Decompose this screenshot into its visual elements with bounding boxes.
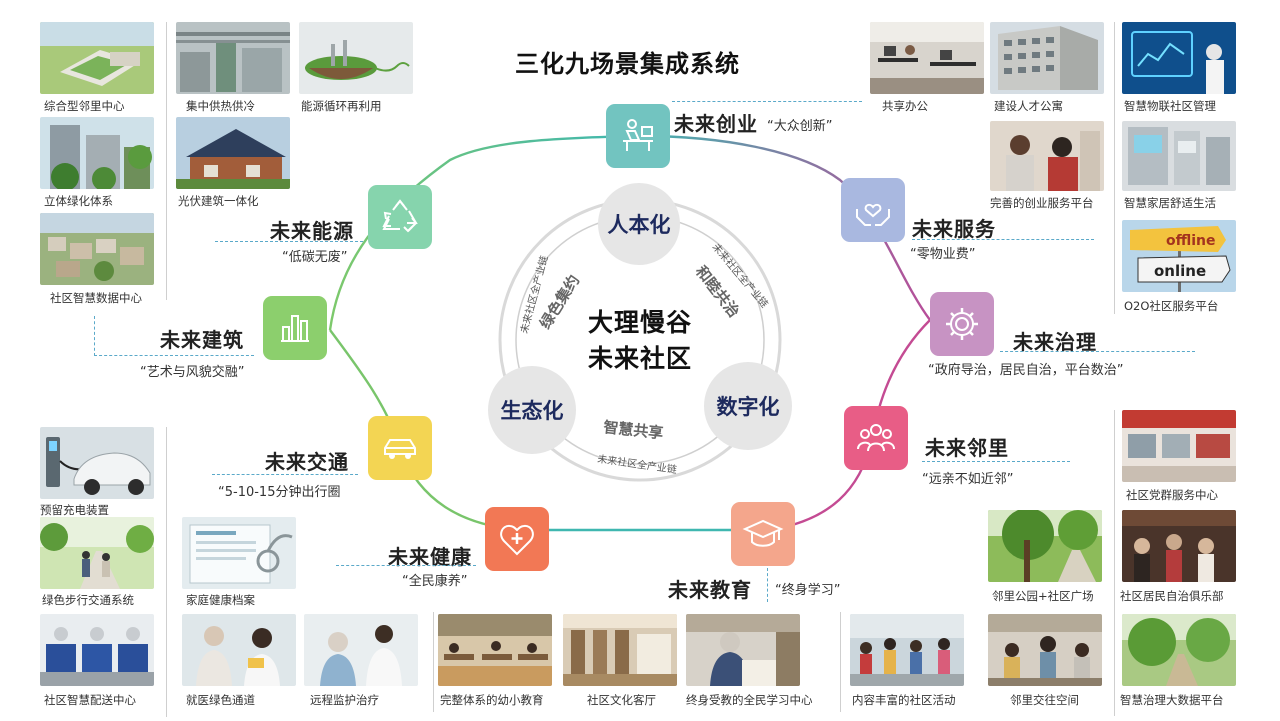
desk-worker-icon xyxy=(623,119,653,151)
photo-bigdata-platform xyxy=(1122,614,1236,686)
photo-early-education xyxy=(438,614,552,686)
node-jiankang[interactable] xyxy=(485,507,549,571)
node-chuangye[interactable] xyxy=(606,104,670,168)
node-jiaotong[interactable] xyxy=(368,416,432,480)
recycle-icon xyxy=(382,199,418,233)
caption: 社区党群服务中心 xyxy=(1126,488,1218,502)
caption: 光伏建筑一体化 xyxy=(178,194,259,208)
scenario-sub-jiaotong: “5-10-15分钟出行圈 xyxy=(218,485,341,500)
scenario-sub-jianzhu: “艺术与风貌交融” xyxy=(140,365,245,380)
caption: 能源循环再利用 xyxy=(301,99,382,113)
pillar-shengtai: 生态化 xyxy=(488,366,576,454)
photo-vertical-greening xyxy=(40,117,154,189)
caption: 社区居民自治俱乐部 xyxy=(1120,589,1224,603)
photo-charging xyxy=(40,427,154,499)
graduation-cap-icon xyxy=(742,519,784,547)
photo-solar-building xyxy=(176,117,290,189)
scenario-name-chuangye: 未来创业 xyxy=(674,112,758,136)
bar-chart-building-icon xyxy=(281,315,309,342)
scenario-sub-nengyuan: “低碳无废” xyxy=(282,250,348,265)
caption: 完善的创业服务平台 xyxy=(990,196,1094,210)
caption: 就医绿色通道 xyxy=(186,693,255,707)
center-title: 大理慢谷 未来社区 xyxy=(587,308,692,373)
caption: 预留充电装置 xyxy=(40,503,109,517)
caption: 社区智慧数据中心 xyxy=(50,291,142,305)
scenario-sub-chuangye: “大众创新” xyxy=(767,119,833,134)
scenario-sub-fuwu: “零物业费” xyxy=(910,247,976,262)
caption: 社区智慧配送中心 xyxy=(44,693,136,707)
photo-energy-recycling xyxy=(299,22,413,94)
pillar-renben: 人本化 xyxy=(598,183,680,265)
caption: 邻里交往空间 xyxy=(1010,693,1079,707)
scenario-name-zhili: 未来治理 xyxy=(1013,330,1097,354)
arc-label-smart: 智慧共享 xyxy=(603,418,665,442)
scenario-name-jiaotong: 未来交通 xyxy=(265,450,349,474)
scenario-name-nengyuan: 未来能源 xyxy=(270,219,354,243)
people-group-icon xyxy=(857,424,895,452)
caption: 立体绿化体系 xyxy=(44,194,113,208)
caption: 综合型邻里中心 xyxy=(44,99,125,113)
photo-culture-lounge xyxy=(563,614,677,686)
hands-heart-icon xyxy=(856,203,890,226)
photo-iot-management xyxy=(1122,22,1236,94)
node-jianzhu[interactable] xyxy=(263,296,327,360)
node-fuwu[interactable] xyxy=(841,178,905,242)
node-nengyuan[interactable] xyxy=(368,185,432,249)
photo-heating-cooling xyxy=(176,22,290,94)
photo-data-center xyxy=(40,213,154,285)
caption: 社区文化客厅 xyxy=(587,693,656,707)
scenario-name-linli: 未来邻里 xyxy=(925,436,1009,460)
caption: 邻里公园+社区广场 xyxy=(992,589,1094,603)
node-jiaoyu[interactable] xyxy=(731,502,795,566)
scenario-name-fuwu: 未来服务 xyxy=(912,217,996,241)
page-title: 三化九场景集成系统 xyxy=(515,50,740,78)
photo-learning-center xyxy=(686,614,800,686)
caption: 家庭健康档案 xyxy=(186,593,255,607)
photo-community-activities xyxy=(850,614,964,686)
node-linli[interactable] xyxy=(844,406,908,470)
caption: 绿色步行交通系统 xyxy=(42,593,134,607)
photo-residents-club xyxy=(1122,510,1236,582)
heart-cross-icon xyxy=(500,524,534,556)
scenario-sub-jiaoyu: “终身学习” xyxy=(775,583,841,598)
node-zhili[interactable] xyxy=(930,292,994,356)
chain-label-bottom: 未来社区全产业链 xyxy=(597,452,678,476)
photo-shared-office xyxy=(870,22,984,94)
caption: 完整体系的幼小教育 xyxy=(440,693,544,707)
photo-neighborhood-center xyxy=(40,22,154,94)
photo-delivery-center xyxy=(40,614,154,686)
scenario-sub-jiankang: “全民康养” xyxy=(402,574,468,589)
gear-icon xyxy=(946,308,978,340)
photo-talent-apartment xyxy=(990,22,1104,94)
caption: 终身受教的全民学习中心 xyxy=(686,693,813,707)
caption: 集中供热供冷 xyxy=(186,99,255,113)
photo-medical-channel xyxy=(182,614,296,686)
photo-park-plaza xyxy=(988,510,1102,582)
scenario-name-jiaoyu: 未来教育 xyxy=(668,578,752,602)
photo-neighbor-space xyxy=(988,614,1102,686)
caption: 智慧治理大数据平台 xyxy=(1120,693,1224,707)
car-icon xyxy=(384,439,416,459)
caption: 远程监护治疗 xyxy=(310,693,379,707)
photo-green-walkway xyxy=(40,517,154,589)
photo-party-service-center xyxy=(1122,410,1236,482)
caption: 共享办公 xyxy=(882,99,928,113)
caption: O2O社区服务平台 xyxy=(1124,299,1219,313)
scenario-name-jianzhu: 未来建筑 xyxy=(160,328,244,352)
sign-online: online xyxy=(1154,262,1206,280)
caption: 智慧家居舒适生活 xyxy=(1124,196,1216,210)
sign-offline: offline xyxy=(1166,233,1216,249)
scenario-sub-linli: “远亲不如近邻” xyxy=(922,472,1014,487)
photo-smart-home xyxy=(1122,121,1236,191)
photo-health-records xyxy=(182,517,296,589)
caption: 智慧物联社区管理 xyxy=(1124,99,1216,113)
caption: 建设人才公寓 xyxy=(994,99,1063,113)
caption: 内容丰富的社区活动 xyxy=(852,693,956,707)
pillar-shuzi: 数字化 xyxy=(704,362,792,450)
scenario-sub-zhili: “政府导治，居民自治，平台数治” xyxy=(928,363,1124,378)
photo-remote-care xyxy=(304,614,418,686)
photo-startup-platform xyxy=(990,121,1104,191)
photo-o2o-platform: offline online xyxy=(1122,220,1236,292)
